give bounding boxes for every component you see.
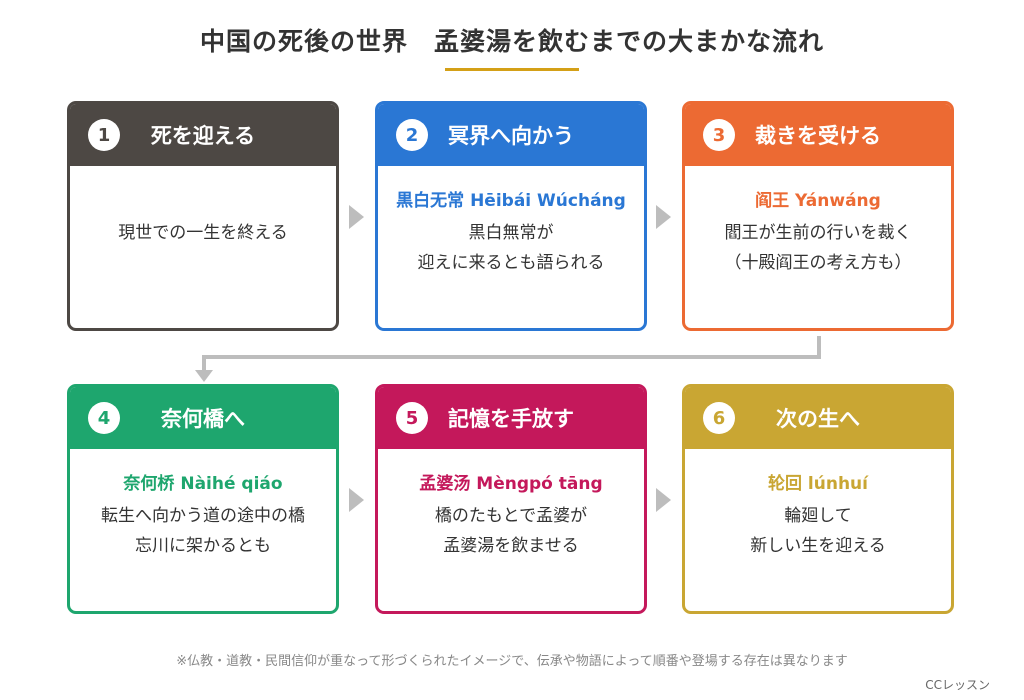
step-number-badge: 1 [88,119,120,151]
step-header: 3 裁きを受ける [685,104,951,166]
step-description: 橋のたもとで孟婆が 孟婆湯を飲ませる [378,501,644,561]
step-header: 4 奈何橋へ [70,387,336,449]
step-card-1: 1 死を迎える 現世での一生を終える [67,101,339,331]
step-title: 冥界へ向かう [448,124,574,148]
step-description: 黒白無常が 迎えに来るとも語られる [378,218,644,278]
step-header: 6 次の生へ [685,387,951,449]
step-header: 1 死を迎える [70,104,336,166]
step-title: 奈何橋へ [161,407,245,431]
title-underline [445,68,579,71]
step-number-badge: 2 [396,119,428,151]
step-title: 次の生へ [776,407,860,431]
step-description-line: 現世での一生を終える [118,223,288,243]
step-card-2: 2 冥界へ向かう 黒白无常 Hēibái Wúcháng 黒白無常が 迎えに来る… [375,101,647,331]
step-card-3: 3 裁きを受ける 阎王 Yánwáng 閻王が生前の行いを裁く （十殿阎王の考え… [682,101,954,331]
flow-arrow-right [349,488,364,512]
step-description-line: （十殿阎王の考え方も） [724,253,912,273]
step-number-badge: 3 [703,119,735,151]
step-card-5: 5 記憶を手放す 孟婆汤 Mèngpó tāng 橋のたもとで孟婆が 孟婆湯を飲… [375,384,647,614]
step-description: 現世での一生を終える [70,218,336,248]
step-number-badge: 5 [396,402,428,434]
step-description-line: 迎えに来るとも語られる [417,253,605,273]
step-subtitle: 轮回 lúnhuí [768,474,868,494]
flow-arrow-right [656,488,671,512]
credit: CCレッスン [925,678,990,692]
step-description-line: 輪廻して [784,506,852,526]
step-description-line: 孟婆湯を飲ませる [443,536,579,556]
step-description-line: 転生へ向かう道の途中の橋 [101,506,305,526]
step-number-badge: 4 [88,402,120,434]
row-connector-line [202,336,821,372]
step-subtitle: 奈何桥 Nàihé qiáo [123,474,283,494]
step-description: 閻王が生前の行いを裁く （十殿阎王の考え方も） [685,218,951,278]
flow-arrow-right [349,205,364,229]
step-title: 裁きを受ける [755,124,881,148]
step-subtitle: 孟婆汤 Mèngpó tāng [419,474,603,494]
step-card-6: 6 次の生へ 轮回 lúnhuí 輪廻して 新しい生を迎える [682,384,954,614]
step-title: 死を迎える [150,124,256,148]
flow-arrow-right [656,205,671,229]
row-connector-arrowhead [195,370,213,382]
step-subtitle: 阎王 Yánwáng [755,191,881,211]
step-description-line: 新しい生を迎える [750,536,886,556]
step-description: 転生へ向かう道の途中の橋 忘川に架かるとも [70,501,336,561]
page-title: 中国の死後の世界 孟婆湯を飲むまでの大まかな流れ [199,27,824,56]
step-subtitle: 黒白无常 Hēibái Wúcháng [396,191,626,211]
step-description-line: 忘川に架かるとも [135,536,271,556]
step-description-line: 閻王が生前の行いを裁く [724,223,912,243]
footnote: ※仏教・道教・民間信仰が重なって形づくられたイメージで、伝承や物語によって順番や… [176,654,848,669]
step-card-4: 4 奈何橋へ 奈何桥 Nàihé qiáo 転生へ向かう道の途中の橋 忘川に架か… [67,384,339,614]
step-title: 記憶を手放す [448,407,574,431]
step-number-badge: 6 [703,402,735,434]
step-header: 5 記憶を手放す [378,387,644,449]
step-description: 輪廻して 新しい生を迎える [685,501,951,561]
step-description-line: 橋のたもとで孟婆が [434,506,588,526]
step-description-line: 黒白無常が [468,223,554,243]
step-header: 2 冥界へ向かう [378,104,644,166]
